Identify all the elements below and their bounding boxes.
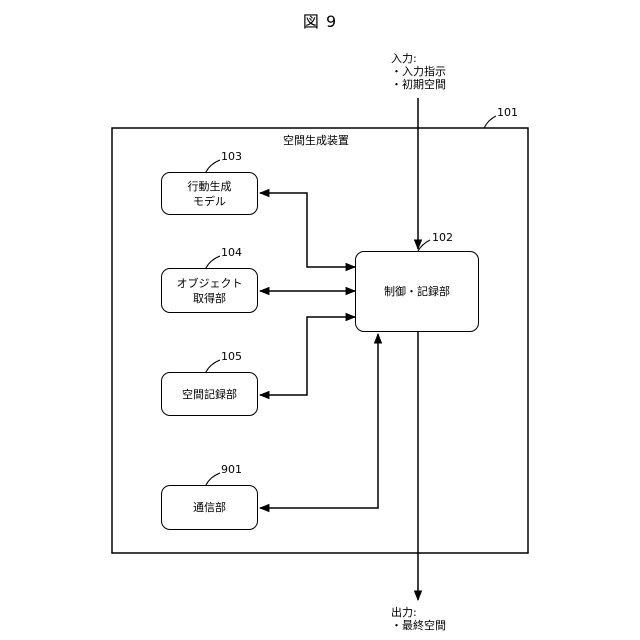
input-label: 入力: ・入力指示 ・初期空間: [391, 52, 446, 91]
leader-104: [206, 256, 220, 268]
output-label: 出力: ・最終空間: [391, 606, 446, 632]
block-label: 制御・記録部: [384, 284, 450, 299]
block-label: オブジェクト: [177, 276, 243, 291]
ref-number-101: 101: [497, 106, 518, 119]
block-label: 行動生成: [188, 179, 232, 194]
leader-102: [418, 240, 430, 251]
block-label: 空間記録部: [182, 387, 237, 402]
figure-title: 図 9: [0, 8, 640, 32]
ref-number-105: 105: [221, 350, 242, 363]
block-label: モデル: [188, 194, 232, 209]
control-recording-unit-block: 制御・記録部: [355, 251, 479, 332]
space-recording-unit-block: 空間記録部: [161, 372, 258, 416]
ref-number-901: 901: [221, 463, 242, 476]
input-item: ・入力指示: [391, 65, 446, 78]
ref-number-104: 104: [221, 246, 242, 259]
ref-number-102: 102: [432, 231, 453, 244]
leader-103: [206, 160, 220, 172]
block-label: 通信部: [193, 500, 226, 515]
leader-101: [484, 116, 496, 128]
link-space-record: [260, 317, 355, 395]
communication-unit-block: 通信部: [161, 485, 258, 530]
input-item: ・初期空間: [391, 78, 446, 91]
block-label: 取得部: [177, 291, 243, 306]
ref-number-103: 103: [221, 150, 242, 163]
input-heading: 入力:: [391, 52, 446, 65]
output-heading: 出力:: [391, 606, 446, 619]
leader-105: [206, 360, 220, 372]
link-behavior-model: [260, 193, 355, 267]
link-communication: [260, 334, 378, 508]
behavior-generation-model-block: 行動生成 モデル: [161, 172, 258, 215]
object-acquisition-unit-block: オブジェクト 取得部: [161, 268, 258, 313]
leader-901: [206, 473, 220, 485]
output-item: ・最終空間: [391, 619, 446, 632]
device-label: 空間生成装置: [283, 132, 349, 148]
